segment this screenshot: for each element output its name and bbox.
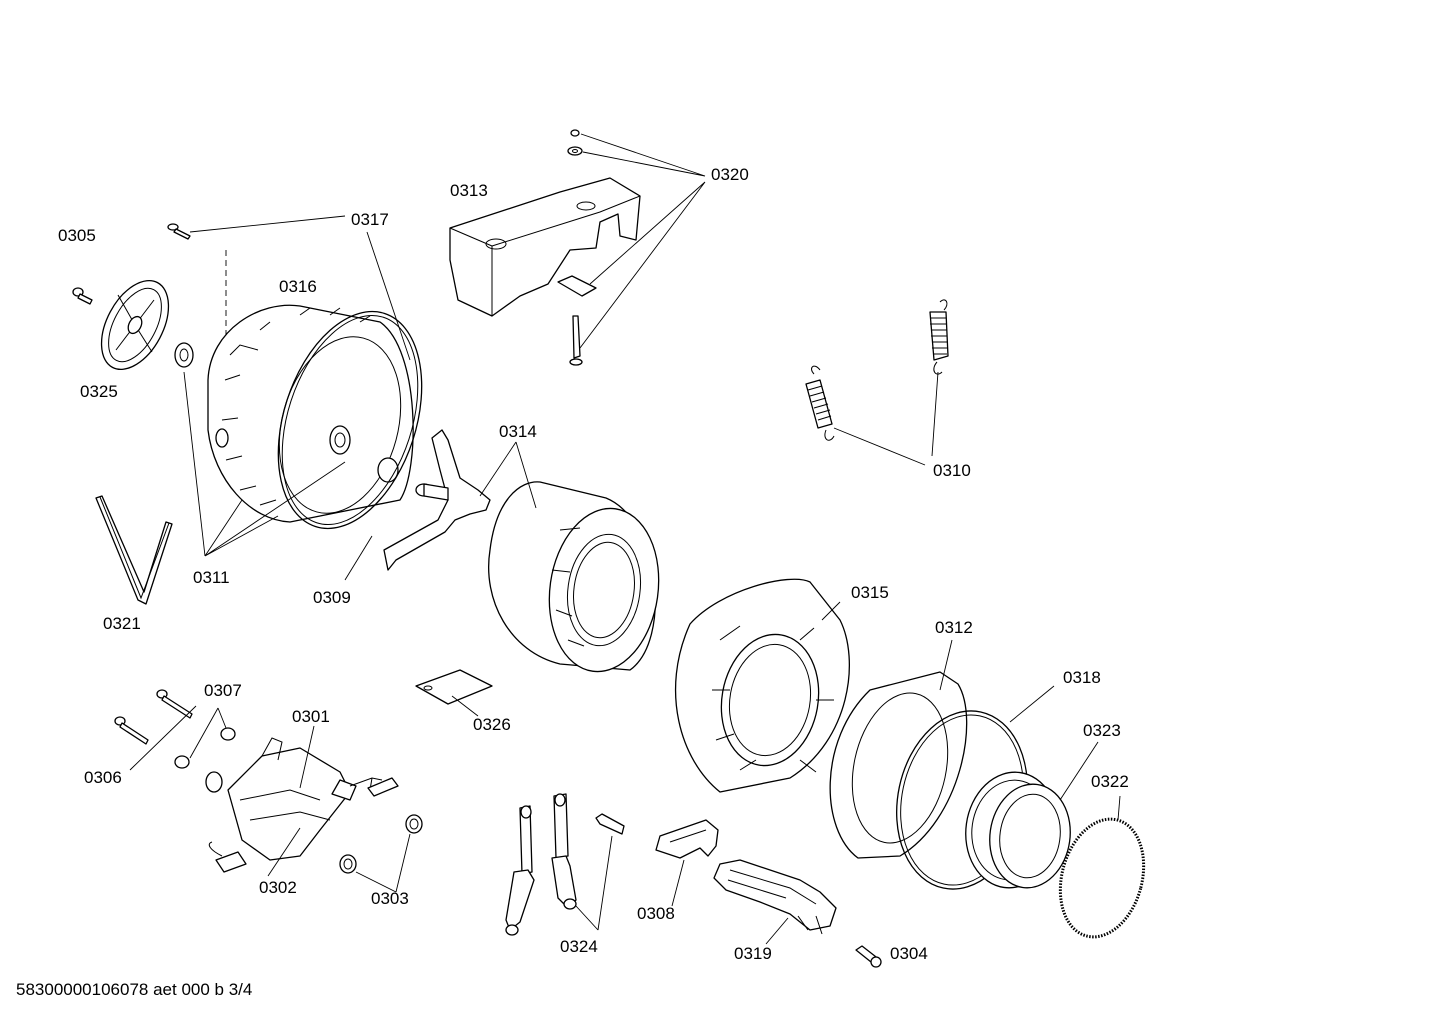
- part-0310-springs: [805, 299, 949, 466]
- lead-0317: [366, 231, 411, 361]
- lead-0314: [479, 441, 537, 509]
- drawing-reference-footer: 58300000106078 aet 000 b 3/4: [16, 980, 253, 999]
- label-0325: 0325: [80, 382, 118, 401]
- part-0313-counterweight: [449, 177, 641, 317]
- part-0325-pulley: [100, 279, 194, 371]
- label-0326: 0326: [473, 715, 511, 734]
- part-0319-heater: [713, 859, 837, 945]
- part-0314-bracket: [383, 429, 491, 571]
- part-0304-sensor: [855, 945, 882, 968]
- part-0324-shock-absorbers: [505, 793, 625, 936]
- label-0302: 0302: [259, 878, 297, 897]
- label-0315: 0315: [851, 583, 889, 602]
- lead-0309: [344, 535, 373, 581]
- label-0303: 0303: [371, 889, 409, 908]
- part-0315-front-tub: [674, 578, 850, 793]
- label-0324: 0324: [560, 937, 598, 956]
- label-0313: 0313: [450, 181, 488, 200]
- part-0323-gasket: [965, 741, 1099, 889]
- label-0307: 0307: [204, 681, 242, 700]
- label-0322: 0322: [1091, 772, 1129, 791]
- part-0309-tub-seal: [277, 310, 423, 530]
- label-0308: 0308: [637, 904, 675, 923]
- label-0311: 0311: [193, 568, 230, 587]
- part-0316-rear-tub: [207, 304, 414, 523]
- label-0304: 0304: [890, 944, 928, 963]
- part-0305-pulley-bolt: [72, 287, 93, 305]
- part-0317-screw: [167, 215, 346, 350]
- label-0321: 0321: [103, 614, 141, 633]
- label-0320: 0320: [711, 165, 749, 184]
- part-0321-drive-belt: [95, 495, 173, 605]
- part-0312-door-seal: [829, 639, 968, 859]
- label-0310: 0310: [933, 461, 971, 480]
- part-0320-fasteners: [557, 129, 706, 366]
- label-0306: 0306: [84, 768, 122, 787]
- part-0302-carbon-brush: [208, 827, 301, 877]
- part-0301-motor: [205, 725, 399, 861]
- label-0319: 0319: [734, 944, 772, 963]
- label-0317: 0317: [351, 210, 389, 229]
- label-0314: 0314: [499, 422, 537, 441]
- part-0303-bushings: [339, 814, 423, 893]
- part-0308-heater-bracket: [655, 819, 719, 907]
- part-0306-0307-screws: [114, 689, 236, 771]
- label-0309: 0309: [313, 588, 351, 607]
- part-0326-plate: [415, 669, 493, 717]
- label-0318: 0318: [1063, 668, 1101, 687]
- part-0314-outer-tub: [488, 481, 660, 673]
- part-0322-spring-ring: [1058, 795, 1146, 939]
- lead-0311: [183, 371, 346, 557]
- label-0305: 0305: [58, 226, 96, 245]
- label-0312: 0312: [935, 618, 973, 637]
- label-0316: 0316: [279, 277, 317, 296]
- callout-labels: 0313 0320 0305 0317 0316 0325 0314 0310 …: [58, 165, 1129, 963]
- label-0301: 0301: [292, 707, 330, 726]
- label-0323: 0323: [1083, 721, 1121, 740]
